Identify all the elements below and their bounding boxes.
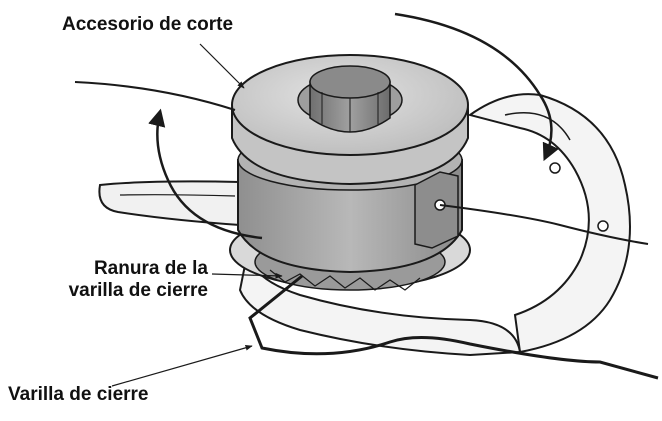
label-rod-groove-line1: Ranura de la (93, 258, 208, 279)
guard-shield (238, 93, 631, 357)
leader-rod-groove (211, 272, 283, 279)
leader-locking-rod (111, 345, 253, 387)
label-locking-rod: Varilla de cierre (8, 384, 149, 405)
rotation-arrow-left (148, 108, 263, 240)
trimmer-line (74, 81, 649, 245)
label-rod-groove: Ranura de la varilla de cierre (8, 258, 208, 302)
handle-arm (98, 180, 241, 227)
label-cutting-attachment: Accesorio de corte (62, 14, 234, 35)
locking-rod (248, 274, 659, 380)
leader-cutting-attachment (199, 43, 245, 89)
rotation-arrow-right (394, 12, 559, 162)
line-eyelet (414, 171, 459, 249)
cutting-head-spool (231, 54, 469, 274)
label-rod-groove-line2: varilla de cierre (68, 280, 208, 301)
